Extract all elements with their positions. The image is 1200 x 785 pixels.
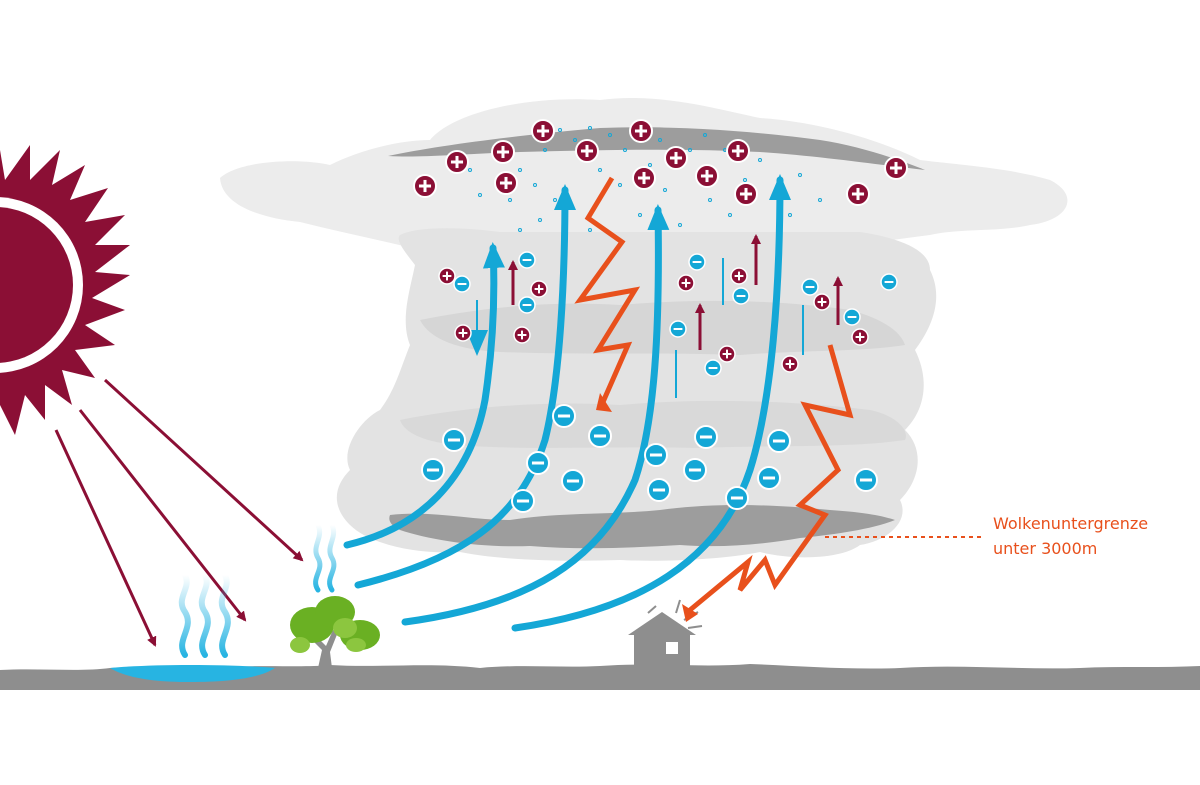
minus-charge-icon [767,429,791,453]
plus-charge-icon [445,150,469,174]
cloud-base-label-line1: Wolkenuntergrenze [993,514,1149,533]
plus-charge-icon [695,164,719,188]
plus-charge-icon [513,326,531,344]
plus-charge-icon [781,355,799,373]
lake [110,665,275,682]
minus-charge-icon [561,469,585,493]
minus-charge-icon [552,404,576,428]
plus-charge-icon [846,182,870,206]
minus-charge-icon [704,359,722,377]
minus-charge-icon [526,451,550,475]
minus-charge-icon [732,287,750,305]
negative-charges [421,251,898,513]
minus-charge-icon [647,478,671,502]
minus-charge-icon [801,278,819,296]
sunlight-rays [54,378,304,647]
charge-movement-arrows [466,234,843,398]
transpiration-steam [313,522,337,593]
plus-charge-icon [632,166,656,190]
minus-charge-icon [518,296,536,314]
minus-charge-icon [511,489,535,513]
minus-charge-icon [644,443,668,467]
tree-icon [290,596,380,668]
evaporation-steam [178,572,231,658]
plus-charge-icon [629,119,653,143]
minus-charge-icon [518,251,536,269]
plus-charge-icon [530,280,548,298]
cloud-base [389,505,895,549]
minus-charge-icon [669,320,687,338]
minus-charge-icon [683,458,707,482]
cloud-base-label-line2: unter 3000m [993,539,1098,558]
plus-charge-icon [491,140,515,164]
plus-charge-icon [851,328,869,346]
plus-charge-icon [454,324,472,342]
minus-charge-icon [453,275,471,293]
plus-charge-icon [664,146,688,170]
minus-charge-icon [757,466,781,490]
plus-charge-icon [413,174,437,198]
plus-charge-icon [734,182,758,206]
sun-icon [0,145,130,435]
cloud-top-edge [388,127,925,170]
plus-charge-icon [494,171,518,195]
minus-charge-icon [843,308,861,326]
updraft-arrows [343,174,791,632]
plus-charge-icon [726,139,750,163]
minus-charge-icon [442,428,466,452]
minus-charge-icon [688,253,706,271]
ground [0,664,1200,690]
minus-charge-icon [421,458,445,482]
plus-charge-icon [730,267,748,285]
minus-charge-icon [854,468,878,492]
plus-charge-icon [531,119,555,143]
lightning-bolts [574,176,854,612]
minus-charge-icon [694,425,718,449]
plus-charge-icon [813,293,831,311]
plus-charge-icon [438,267,456,285]
plus-charge-icon [718,345,736,363]
positive-charges [413,119,908,373]
plus-charge-icon [677,274,695,292]
plus-charge-icon [575,139,599,163]
thunderstorm-cloud [220,97,1068,561]
cloud-base-label: Wolkenuntergrenze unter 3000m [993,511,1148,561]
minus-charge-icon [588,424,612,448]
minus-charge-icon [880,273,898,291]
plus-charge-icon [884,156,908,180]
minus-charge-icon [725,486,749,510]
